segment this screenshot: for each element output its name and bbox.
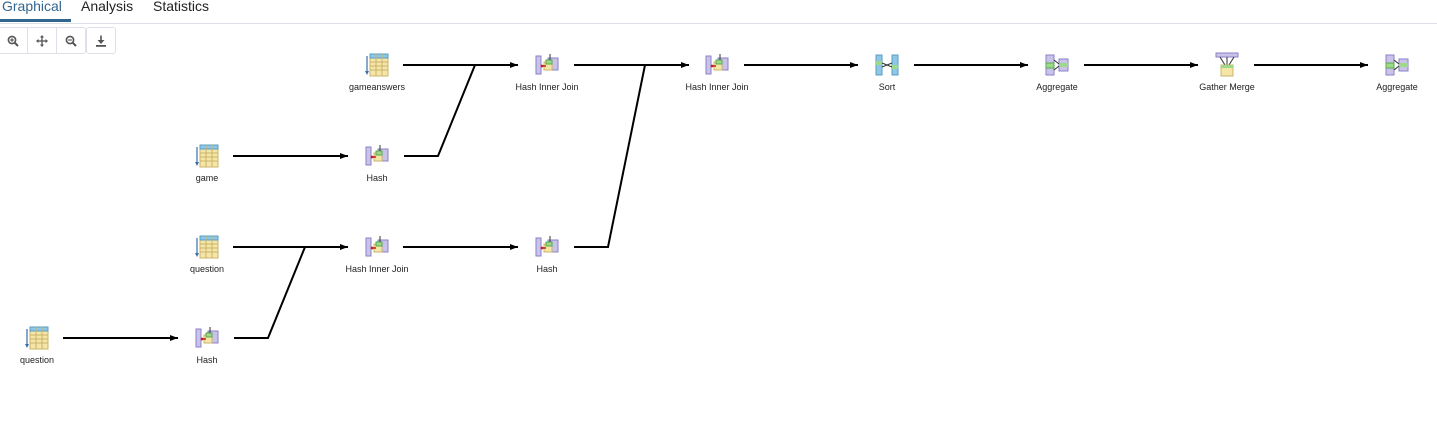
plan-node-n9[interactable]: [364, 143, 390, 169]
plan-node-label: gameanswers: [348, 82, 406, 92]
zoom-out-icon: [65, 35, 77, 47]
plan-node-n14[interactable]: [194, 325, 220, 351]
aggregate-icon: [1045, 54, 1069, 76]
plan-node-label: Sort: [878, 82, 896, 92]
active-tab-indicator: [0, 19, 71, 22]
plan-node-label: Aggregate: [1376, 82, 1418, 92]
seq-scan-icon: [365, 53, 389, 77]
plan-node-n2[interactable]: [534, 52, 560, 78]
zoom-in-button[interactable]: [0, 28, 28, 53]
plan-node-label: Hash Inner Join: [515, 82, 579, 92]
zoom-button-group: [0, 27, 86, 54]
plan-node-n7[interactable]: [1384, 52, 1410, 78]
plan-node-label: Hash: [536, 264, 558, 274]
seq-scan-icon: [195, 144, 219, 168]
plan-node-label: Hash Inner Join: [345, 264, 409, 274]
plan-node-n6[interactable]: [1214, 52, 1240, 78]
plan-node-label: Aggregate: [1036, 82, 1078, 92]
hash-icon: [535, 236, 559, 257]
tab-bar: Graphical Analysis Statistics: [0, 0, 1437, 24]
zoom-in-icon: [7, 35, 19, 47]
gather-merge-icon: [1215, 52, 1239, 77]
download-button[interactable]: [87, 28, 115, 53]
sort-icon: [875, 54, 899, 76]
tab-analysis[interactable]: Analysis: [81, 0, 134, 14]
download-icon: [96, 35, 106, 47]
plan-node-n1[interactable]: [364, 52, 390, 78]
plan-node-label: Gather Merge: [1199, 82, 1255, 92]
hash-join-icon: [365, 236, 389, 257]
move-button[interactable]: [28, 28, 57, 53]
plan-node-n4[interactable]: [874, 52, 900, 78]
plan-edge: [574, 64, 646, 248]
tab-statistics[interactable]: Statistics: [153, 0, 210, 14]
plan-node-label: game: [195, 173, 219, 183]
plan-node-n11[interactable]: [364, 234, 390, 260]
plan-node-n10[interactable]: [194, 234, 220, 260]
plan-node-label: Hash Inner Join: [685, 82, 749, 92]
seq-scan-icon: [25, 326, 49, 350]
hash-icon: [195, 327, 219, 348]
hash-join-icon: [705, 54, 729, 75]
plan-node-n3[interactable]: [704, 52, 730, 78]
plan-node-label: question: [19, 355, 55, 365]
hash-icon: [365, 145, 389, 166]
plan-node-label: Hash: [196, 355, 218, 365]
seq-scan-icon: [195, 235, 219, 259]
plan-node-n12[interactable]: [534, 234, 560, 260]
tab-graphical[interactable]: Graphical: [2, 0, 62, 14]
aggregate-icon: [1385, 54, 1409, 76]
plan-node-label: question: [189, 264, 225, 274]
plan-node-n8[interactable]: [194, 143, 220, 169]
plan-edges: [63, 62, 1368, 341]
move-icon: [36, 34, 48, 47]
download-button-group: [86, 27, 116, 54]
plan-node-label: Hash: [366, 173, 388, 183]
hash-join-icon: [535, 54, 559, 75]
plan-edge: [404, 64, 476, 157]
zoom-out-button[interactable]: [57, 28, 85, 53]
plan-node-n13[interactable]: [24, 325, 50, 351]
plan-edge: [234, 246, 306, 339]
plan-node-n5[interactable]: [1044, 52, 1070, 78]
